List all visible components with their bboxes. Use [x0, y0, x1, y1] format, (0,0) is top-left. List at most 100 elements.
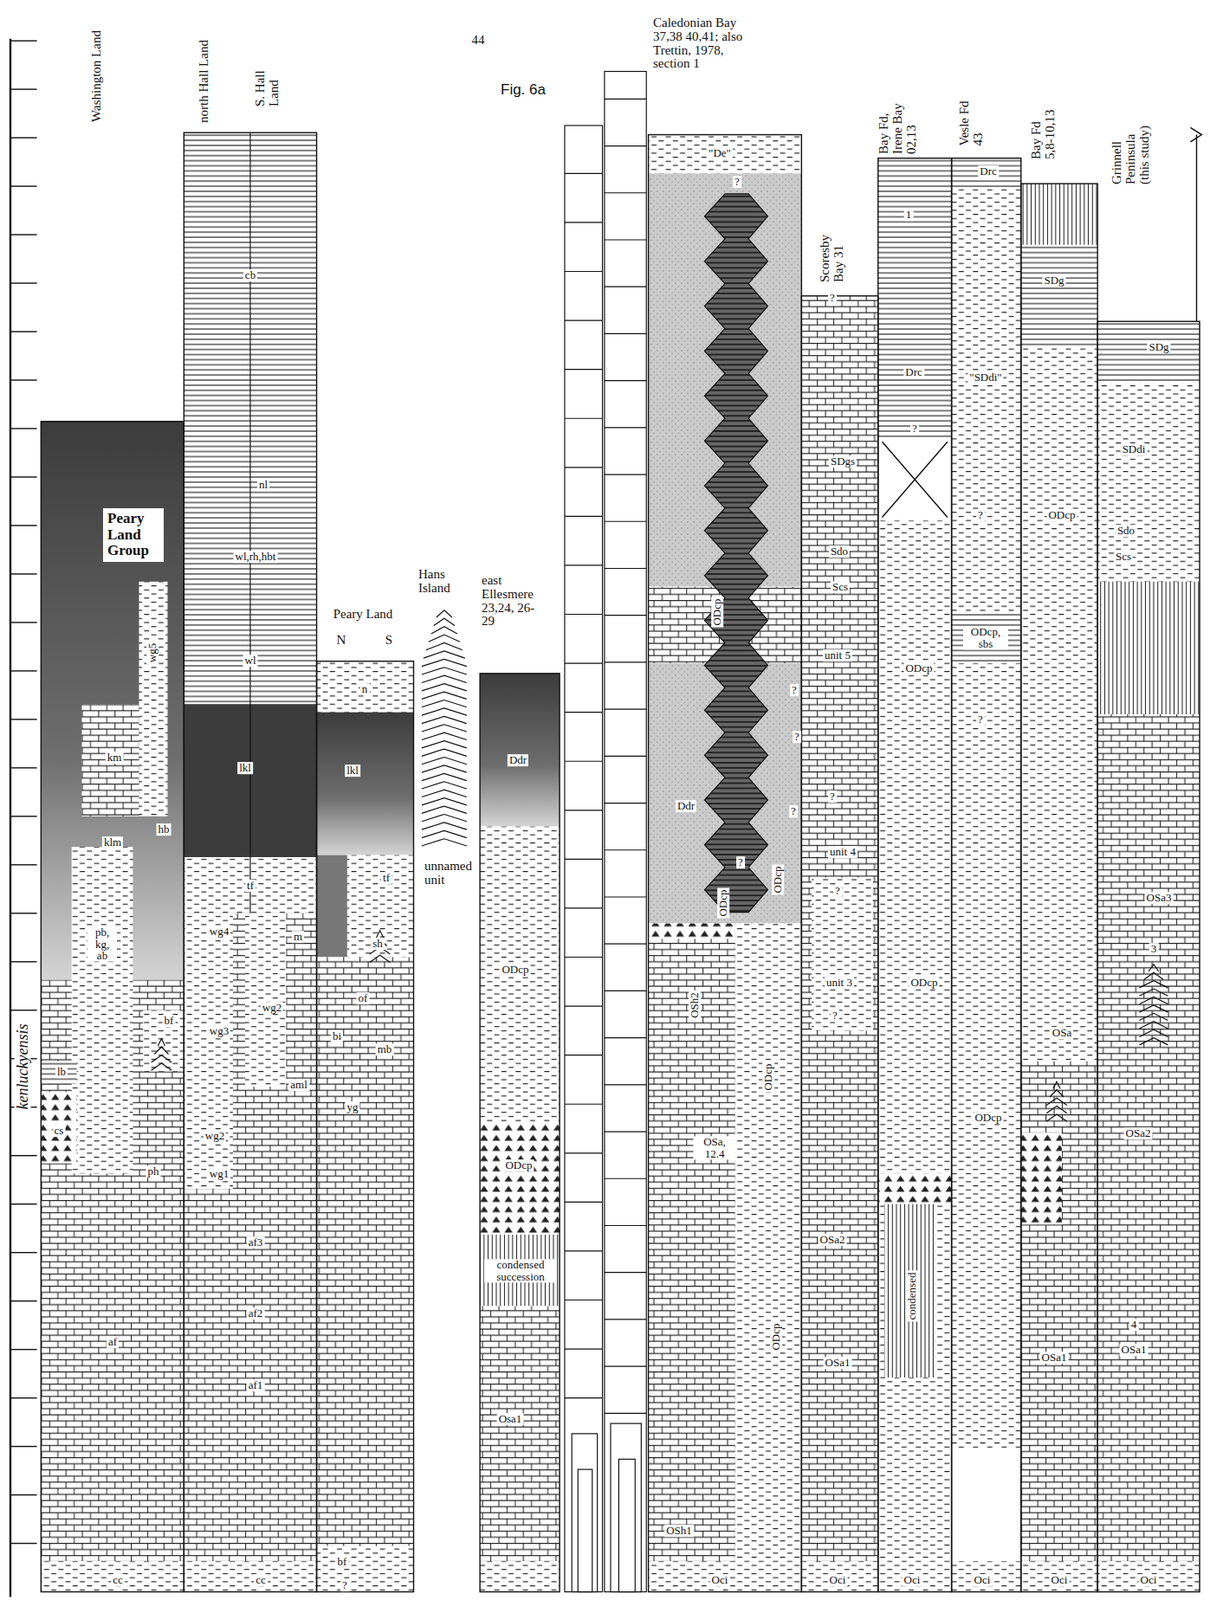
column-header: Bay Fd, Irene Bay 02,13	[877, 100, 919, 155]
lithology-fill	[1021, 245, 1098, 348]
drawn-line	[564, 466, 603, 468]
lithology-fill	[1021, 183, 1098, 246]
lithology-fill	[479, 1561, 560, 1592]
unit-label: lkl	[344, 764, 361, 777]
unit-label: OSh1	[664, 1525, 694, 1538]
group-box: Peary Land Group	[103, 508, 164, 563]
column-header: north Hall Land	[197, 39, 212, 123]
unit-label: ODcp	[711, 596, 724, 628]
unit-label: af1	[246, 1379, 266, 1392]
lithology-fill	[1021, 1561, 1098, 1592]
lithology-fill	[479, 827, 560, 1124]
lithology-fill	[811, 878, 874, 1032]
unit-label: OSa1	[1040, 1352, 1069, 1365]
drawn-line	[564, 1250, 603, 1252]
column-header: Grinnell Peninsula (this study)	[1110, 122, 1152, 185]
lithology-fill	[735, 924, 803, 1563]
unit-label: "De"	[706, 147, 733, 160]
drawn-line	[604, 333, 647, 335]
unit-label: Sdo	[1115, 524, 1137, 538]
unit-label: Oci	[1049, 1574, 1070, 1587]
lithology-fill	[142, 1010, 184, 1073]
unit-label: wg2	[203, 1130, 227, 1143]
unit-label: ?	[830, 1009, 840, 1023]
unit-label: ODcp	[770, 1321, 783, 1353]
unit-label: wl,rh,hbt	[233, 550, 279, 563]
lithology-fill	[951, 158, 1022, 1593]
drawn-line	[604, 709, 647, 711]
drawn-line	[421, 757, 467, 765]
lithology-fill	[564, 125, 603, 1593]
drawn-line	[10, 1349, 38, 1351]
drawn-line	[564, 1152, 603, 1154]
lithology-fill	[884, 1204, 936, 1379]
unit-label: 3	[1149, 943, 1159, 956]
unit-label: sh	[370, 938, 385, 951]
unit-label: ?	[910, 422, 919, 435]
lithology-fill	[347, 855, 415, 958]
unit-label: of	[356, 992, 370, 1005]
unit-label: bi	[330, 1030, 343, 1043]
unit-label: SDdi	[1120, 443, 1148, 456]
unit-label: OSa1	[823, 1357, 853, 1370]
lithology-fill	[878, 158, 952, 1593]
east-ellesmere-column	[479, 673, 560, 1593]
drawn-line	[151, 1055, 173, 1063]
unit-label: ?	[833, 885, 842, 898]
unit-label: Osa1	[497, 1413, 525, 1426]
drawn-line	[564, 368, 603, 370]
drawn-line	[1138, 1013, 1168, 1021]
column-header: east Ellesmere 23,24, 26-29	[481, 574, 543, 629]
unit-label: ?	[340, 1579, 350, 1592]
drawn-line	[604, 239, 647, 240]
unit-label: ?	[792, 731, 802, 744]
drawn-line	[564, 1202, 603, 1204]
unit-label: SDgs	[828, 455, 857, 468]
vesle-fd-column	[951, 158, 1022, 1593]
unit-label: ph	[146, 1165, 162, 1178]
column-header: unnamed unit	[424, 860, 473, 888]
drawn-line	[564, 1005, 603, 1007]
drawn-line	[10, 670, 38, 672]
drawn-line	[564, 418, 603, 420]
drawn-line	[604, 1037, 647, 1039]
unit-label: OSa	[1050, 1027, 1074, 1040]
drawn-line	[421, 782, 467, 790]
drawn-line	[604, 1178, 647, 1180]
drawn-line	[564, 761, 603, 763]
drawn-line	[1138, 1029, 1168, 1037]
drawn-line	[10, 1252, 38, 1254]
unit-label: condensed	[905, 1271, 919, 1323]
drawn-line	[421, 716, 467, 724]
drawn-line	[1053, 1081, 1061, 1089]
lithology-fill	[245, 913, 286, 1088]
lithology-fill	[878, 439, 952, 521]
unit-label: lkl	[237, 762, 253, 775]
drawn-line	[10, 1446, 38, 1448]
grinnell-peninsula-column	[1097, 127, 1202, 1592]
drawn-line	[10, 621, 38, 623]
drawn-line	[1138, 1038, 1168, 1046]
drawn-line	[564, 711, 603, 713]
unit-label: Scs	[830, 581, 850, 594]
drawn-line	[421, 822, 467, 830]
unit-label: tf	[381, 872, 392, 885]
lithology-fill	[40, 1561, 184, 1592]
lithology-fill	[1097, 714, 1200, 1562]
lithology-fill	[878, 1561, 952, 1592]
drawn-line	[421, 830, 467, 838]
unit-label: mb	[375, 1043, 395, 1056]
lithology-fill	[317, 661, 415, 713]
unit-label: Oci	[902, 1574, 923, 1587]
drawn-line	[604, 1319, 647, 1320]
drawn-line	[604, 473, 647, 475]
drawn-line	[376, 931, 384, 939]
unit-label: cs	[52, 1125, 66, 1138]
unit-label: Drc	[903, 366, 925, 379]
drawn-line	[10, 573, 38, 575]
reef-symbol	[421, 610, 467, 847]
drawn-line	[10, 88, 38, 90]
drawn-line	[1046, 1106, 1068, 1114]
unit-label: ?	[789, 805, 798, 818]
drawn-line	[10, 961, 38, 963]
